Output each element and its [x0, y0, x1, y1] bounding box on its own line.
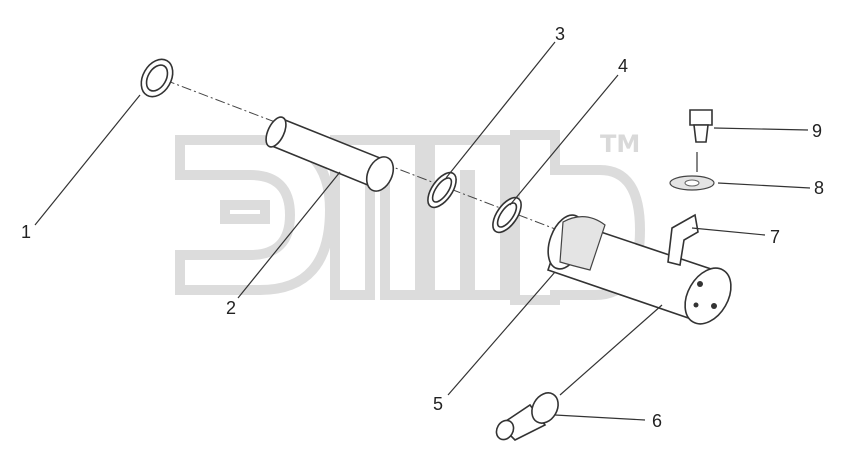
callout-7: 7 — [770, 227, 780, 247]
callout-9: 9 — [812, 121, 822, 141]
watermark-logo — [175, 130, 646, 305]
callout-6: 6 — [652, 411, 662, 431]
leader-lines — [34, 41, 811, 421]
part-6-fitting — [495, 392, 559, 441]
part-4-o-ring — [492, 196, 522, 234]
part-2-sleeve — [265, 116, 395, 192]
callout-2: 2 — [226, 298, 236, 318]
callout-3: 3 — [555, 24, 565, 44]
part-7-bracket — [667, 213, 699, 266]
callout-1: 1 — [21, 222, 31, 242]
callout-8: 8 — [814, 178, 824, 198]
part-3-o-ring — [427, 171, 457, 209]
part-9-bolt — [689, 109, 713, 143]
watermark-tm: TM — [600, 130, 640, 158]
callout-4: 4 — [618, 56, 628, 76]
callout-5: 5 — [433, 394, 443, 414]
part-8-washer — [669, 175, 715, 191]
part-5-housing — [546, 214, 732, 325]
part-1-seal-ring — [140, 58, 174, 98]
